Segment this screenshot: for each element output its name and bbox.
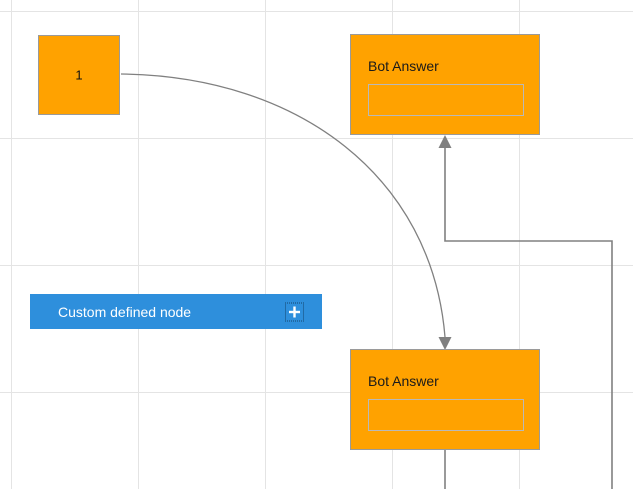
bot-answer-input-top[interactable] [368,84,524,116]
custom-defined-node-bar[interactable]: Custom defined node [30,294,322,329]
connector-orthogonal-bot-bottom-to-bot-top[interactable] [438,135,613,489]
custom-defined-node-label: Custom defined node [58,303,192,320]
node-title: Bot Answer [368,373,439,389]
node-square-1[interactable]: 1 [38,35,120,115]
node-title: Bot Answer [368,58,439,74]
node-bot-answer-bottom[interactable]: Bot Answer [350,349,540,450]
node-bot-answer-top[interactable]: Bot Answer [350,34,540,135]
node-number-label: 1 [75,67,83,83]
connector-curve-node1-to-bot-bottom[interactable] [120,73,452,350]
plus-icon[interactable] [285,302,304,321]
bot-answer-input-bottom[interactable] [368,399,524,431]
